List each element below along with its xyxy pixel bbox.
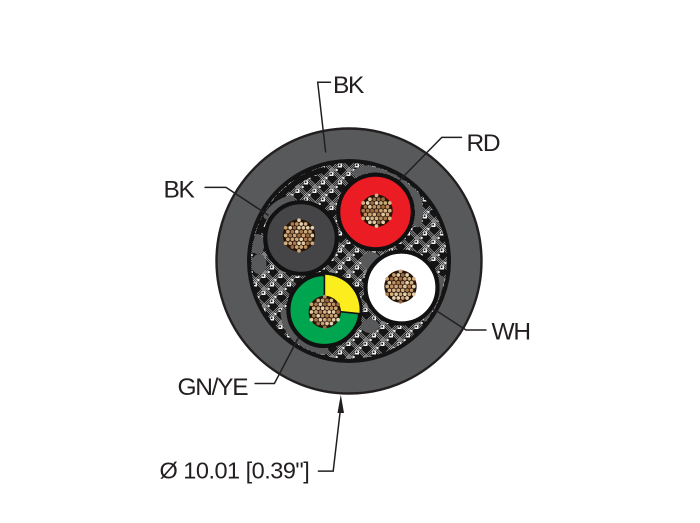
svg-text:WH: WH	[492, 319, 530, 346]
svg-text:Ø 10.01 [0.39"]: Ø 10.01 [0.39"]	[160, 458, 310, 484]
svg-text:GN/YE: GN/YE	[178, 374, 249, 401]
svg-text:BK: BK	[333, 72, 365, 99]
svg-text:RD: RD	[467, 130, 500, 157]
svg-text:BK: BK	[164, 177, 196, 204]
